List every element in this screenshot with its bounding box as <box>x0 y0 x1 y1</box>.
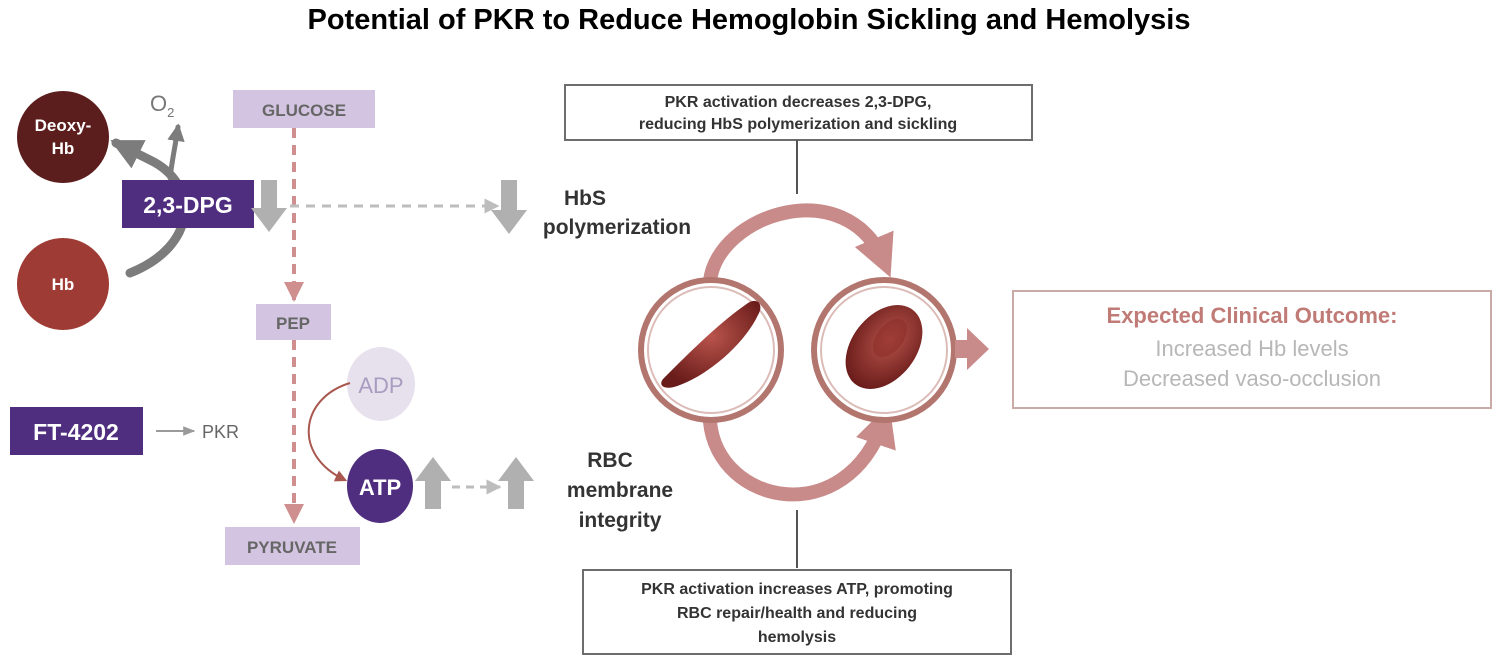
outcome-box: Expected Clinical Outcome: Increased Hb … <box>1012 290 1492 409</box>
rbc-label-3: integrity <box>579 509 662 532</box>
deoxy-hb-label-1: Deoxy- <box>35 116 92 135</box>
healthy-red-cell-icon <box>811 277 957 423</box>
outcome-line-1: Increased Hb levels <box>1155 336 1348 361</box>
pkr-label: PKR <box>202 422 239 442</box>
bottom-callout: PKR activation increases ATP, promoting … <box>582 569 1012 655</box>
down-arrow-icon <box>491 180 527 234</box>
outcome-heading: Expected Clinical Outcome: <box>1107 303 1398 328</box>
o2-release-arrow <box>167 123 185 181</box>
outcome-arrow <box>955 328 989 370</box>
atp-label: ATP <box>359 475 401 500</box>
top-callout-line-2: reducing HbS polymerization and sickling <box>639 116 957 133</box>
rbc-label-1: RBC <box>587 449 633 472</box>
bottom-callout-line-2: RBC repair/health and reducing <box>677 605 917 622</box>
hb-label: Hb <box>52 275 75 294</box>
deoxy-hb-label-2: Hb <box>52 139 75 158</box>
bottom-callout-line-3: hemolysis <box>758 629 836 646</box>
top-callout: PKR activation decreases 2,3-DPG, reduci… <box>564 84 1033 141</box>
dpg-label: 2,3-DPG <box>143 192 232 218</box>
hb-node: Hb <box>17 238 109 330</box>
bottom-loop-arrow <box>703 404 896 502</box>
pyruvate-label: PYRUVATE <box>247 538 337 557</box>
ft4202-label: FT-4202 <box>33 419 119 445</box>
o2-label: O2 <box>150 91 174 120</box>
ft4202-node: FT-4202 <box>10 407 143 455</box>
dpg-node: 2,3-DPG <box>122 180 254 228</box>
figure-title: Potential of PKR to Reduce Hemoglobin Si… <box>307 4 1191 36</box>
deoxy-hb-node: Deoxy- Hb <box>17 91 109 183</box>
outcome-line-2: Decreased vaso-occlusion <box>1123 366 1381 391</box>
top-loop-arrow <box>703 203 894 288</box>
adp-to-atp-arrow <box>307 382 351 482</box>
down-arrow-icon <box>251 180 287 232</box>
up-arrow-icon <box>498 457 534 509</box>
rbc-label-2: membrane <box>567 479 673 502</box>
hbs-label-1: HbS <box>564 187 606 210</box>
sickle-cell-icon <box>638 277 784 423</box>
pep-node: PEP <box>256 304 331 340</box>
glucose-label: GLUCOSE <box>262 101 346 120</box>
up-arrow-icon <box>415 457 451 509</box>
top-callout-line-1: PKR activation decreases 2,3-DPG, <box>665 94 932 111</box>
pep-label: PEP <box>276 314 310 333</box>
glucose-node: GLUCOSE <box>233 90 375 128</box>
adp-label: ADP <box>358 373 403 398</box>
pyruvate-node: PYRUVATE <box>225 527 360 565</box>
hbs-label-2: polymerization <box>543 216 691 239</box>
adp-node: ADP <box>347 347 415 421</box>
atp-node: ATP <box>347 449 413 523</box>
bottom-callout-line-1: PKR activation increases ATP, promoting <box>641 581 953 598</box>
